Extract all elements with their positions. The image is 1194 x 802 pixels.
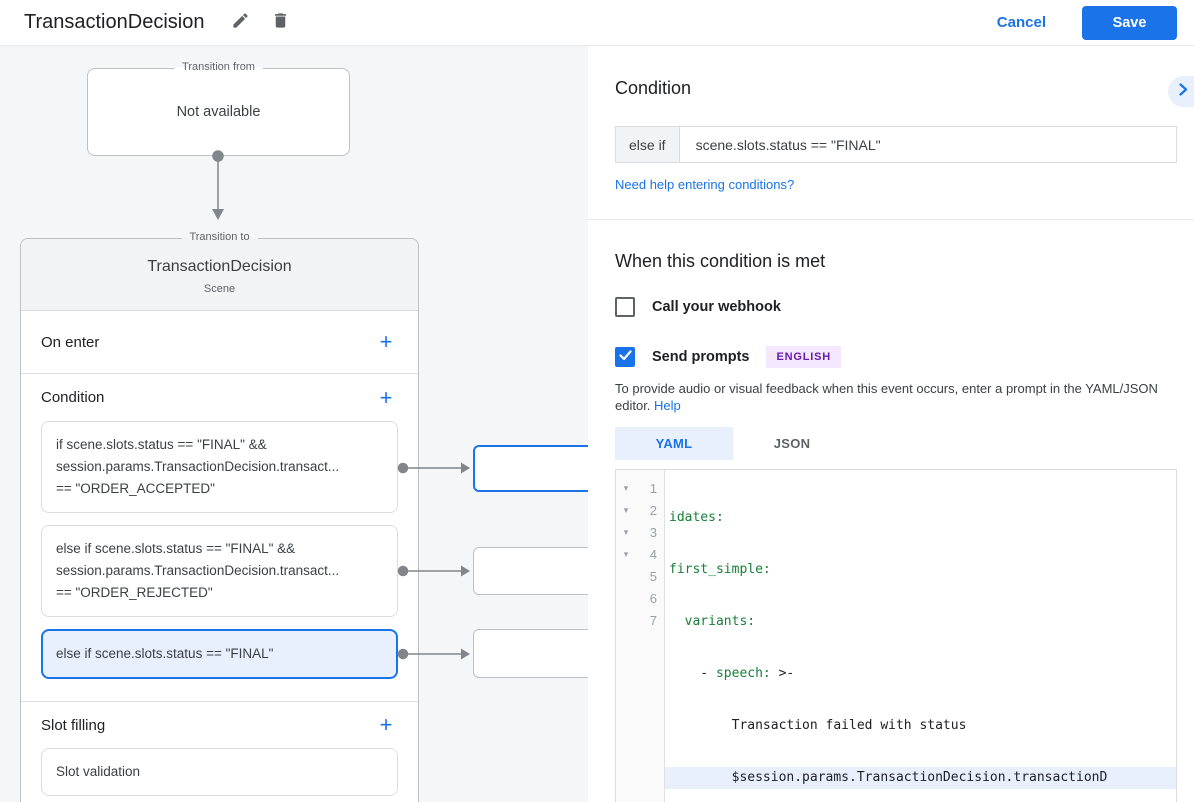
gutter-row: 7: [616, 609, 664, 631]
editor-code-area[interactable]: idates: first_simple: variants: - speech…: [665, 470, 1176, 802]
yaml-code-editor[interactable]: ▾1 ▾2 ▾3 ▾4 5 6 7 idates: first_simple: …: [615, 469, 1177, 802]
on-enter-label: On enter: [41, 333, 100, 351]
condition-card-order-accepted[interactable]: if scene.slots.status == "FINAL" && sess…: [41, 421, 398, 513]
line-number: 6: [649, 590, 657, 606]
transition-to-card: Transition to TransactionDecision Scene …: [20, 231, 419, 802]
gutter-row: ▾1: [616, 477, 664, 499]
gutter-row: ▾4: [616, 543, 664, 565]
save-button[interactable]: Save: [1082, 5, 1177, 40]
condition-expression-group: else if: [615, 126, 1177, 163]
condition-expression-input[interactable]: [679, 126, 1177, 163]
editor-gutter: ▾1 ▾2 ▾3 ▾4 5 6 7: [616, 470, 665, 802]
call-webhook-checkbox[interactable]: [615, 297, 635, 317]
page-title: TransactionDecision: [24, 11, 205, 33]
send-prompts-checkbox[interactable]: [615, 347, 635, 367]
pencil-icon: [231, 11, 250, 35]
fold-arrow-icon[interactable]: ▾: [623, 482, 629, 493]
send-prompts-label: Send prompts: [652, 349, 750, 365]
slot-filling-label: Slot filling: [41, 716, 106, 734]
transition-from-content: Not available: [176, 104, 261, 120]
conditions-help-link[interactable]: Need help entering conditions?: [615, 177, 795, 192]
gutter-row: ▾3: [616, 521, 664, 543]
collapse-panel-button[interactable]: [1168, 76, 1194, 107]
transition-target-node-1[interactable]: [473, 445, 588, 492]
condition-text-line: else if scene.slots.status == "FINAL" &&: [56, 541, 296, 556]
condition-card-final-selected[interactable]: else if scene.slots.status == "FINAL": [41, 629, 398, 679]
add-slot-button[interactable]: +: [379, 712, 393, 737]
scene-name: TransactionDecision: [147, 258, 292, 275]
panel-divider: [588, 219, 1194, 220]
gutter-row: 5: [616, 565, 664, 587]
line-number: 2: [649, 502, 657, 518]
call-webhook-label: Call your webhook: [652, 299, 781, 315]
chevron-right-icon: [1179, 82, 1188, 101]
prompt-help-link[interactable]: Help: [654, 398, 681, 413]
condition-text-line: session.params.TransactionDecision.trans…: [56, 563, 340, 578]
tab-yaml[interactable]: YAML: [615, 427, 733, 460]
code-line: - speech: >-: [669, 666, 795, 681]
condition-text-line: if scene.slots.status == "FINAL" &&: [56, 437, 267, 452]
send-prompts-row: Send prompts ENGLISH: [615, 346, 1177, 368]
cancel-button[interactable]: Cancel: [996, 14, 1046, 31]
on-enter-section: On enter +: [21, 311, 418, 374]
line-number: 5: [649, 568, 657, 584]
condition-text-line: session.params.TransactionDecision.trans…: [56, 459, 340, 474]
fold-arrow-icon[interactable]: ▾: [623, 526, 629, 537]
transition-target-node-2[interactable]: [473, 547, 588, 595]
transition-from-node: Transition from Not available: [87, 61, 350, 156]
webhook-row: Call your webhook: [615, 297, 1177, 317]
transition-to-legend: Transition to: [181, 231, 258, 243]
add-on-enter-button[interactable]: +: [379, 329, 393, 354]
code-line-highlighted: $session.params.TransactionDecision.tran…: [665, 767, 1176, 789]
prompt-hint-body: To provide audio or visual feedback when…: [615, 381, 1158, 413]
condition-panel-heading: Condition: [615, 78, 692, 98]
condition-editor-panel: Condition else if Need help entering con…: [588, 46, 1194, 802]
slot-validation-card[interactable]: Slot validation: [41, 748, 398, 796]
condition-section-header: Condition +: [21, 374, 418, 421]
code-line: Transaction failed with status: [669, 718, 967, 733]
line-number: 3: [649, 524, 657, 540]
condition-section-label: Condition: [41, 389, 105, 406]
top-bar: TransactionDecision Cancel Save: [0, 0, 1194, 46]
delete-scene-button[interactable]: [268, 11, 292, 35]
language-badge: ENGLISH: [766, 346, 841, 368]
condition-text-line: == "ORDER_ACCEPTED": [56, 481, 215, 496]
when-condition-met-heading: When this condition is met: [615, 251, 826, 271]
gutter-row: ▾2: [616, 499, 664, 521]
prompt-hint-text: To provide audio or visual feedback when…: [615, 380, 1173, 414]
gutter-row: 6: [616, 587, 664, 609]
else-if-prefix-label: else if: [615, 126, 680, 163]
trash-icon: [271, 11, 290, 35]
slot-validation-label: Slot validation: [56, 764, 141, 779]
code-line: variants:: [684, 614, 756, 629]
transition-from-legend: Transition from: [174, 61, 263, 73]
scene-header: TransactionDecision Scene: [21, 239, 418, 311]
editor-format-tabs: YAML JSON: [615, 427, 1177, 460]
code-line: idates:: [669, 510, 724, 525]
scene-type-label: Scene: [203, 283, 236, 295]
checkmark-icon: [618, 348, 632, 366]
fold-arrow-icon[interactable]: ▾: [623, 504, 629, 515]
line-number: 1: [649, 480, 657, 496]
line-number: 4: [649, 546, 657, 562]
code-line: first_simple:: [669, 562, 771, 577]
add-condition-button[interactable]: +: [379, 384, 393, 410]
scene-flow-diagram: Transition from Not available Transition…: [0, 46, 588, 802]
slot-filling-section-header: Slot filling +: [21, 701, 418, 748]
fold-arrow-icon[interactable]: ▾: [623, 548, 629, 559]
condition-card-order-rejected[interactable]: else if scene.slots.status == "FINAL" &&…: [41, 525, 398, 617]
tab-json[interactable]: JSON: [773, 436, 811, 451]
line-number: 7: [649, 612, 657, 628]
transition-target-node-3[interactable]: [473, 629, 588, 678]
edit-title-button[interactable]: [228, 11, 252, 35]
condition-text-line: else if scene.slots.status == "FINAL": [56, 646, 274, 661]
condition-text-line: == "ORDER_REJECTED": [56, 585, 213, 600]
